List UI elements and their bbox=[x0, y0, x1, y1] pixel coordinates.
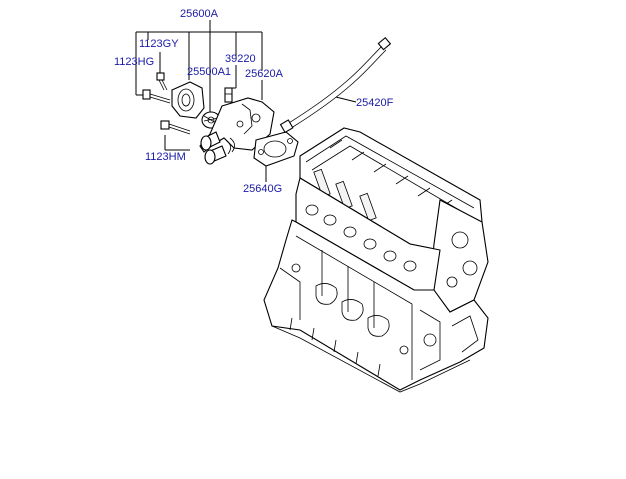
label-39220: 39220 bbox=[225, 53, 256, 65]
label-1123HM: 1123HM bbox=[145, 151, 186, 163]
label-1123GY: 1123GY bbox=[139, 38, 179, 50]
hose-drawing bbox=[279, 36, 392, 134]
housing-drawing bbox=[199, 97, 275, 165]
label-25600A: 25600A bbox=[180, 8, 219, 20]
bolt-1123HG-drawing bbox=[142, 89, 171, 104]
label-25640G: 25640G bbox=[243, 183, 282, 195]
bolt-1123GY-drawing bbox=[156, 72, 168, 91]
part-labels: 25600A 1123GY 1123HG 25500A1 39220 25620… bbox=[114, 8, 394, 195]
label-25500A1: 25500A1 bbox=[187, 66, 231, 78]
inlet-cover-drawing bbox=[171, 81, 205, 119]
engine-block-drawing bbox=[263, 127, 489, 393]
label-25420F: 25420F bbox=[356, 97, 394, 109]
label-1123HG: 1123HG bbox=[114, 56, 154, 68]
bolt-1123HM-drawing bbox=[160, 120, 191, 135]
label-25620A: 25620A bbox=[245, 68, 284, 80]
sensor-drawing bbox=[224, 87, 233, 103]
